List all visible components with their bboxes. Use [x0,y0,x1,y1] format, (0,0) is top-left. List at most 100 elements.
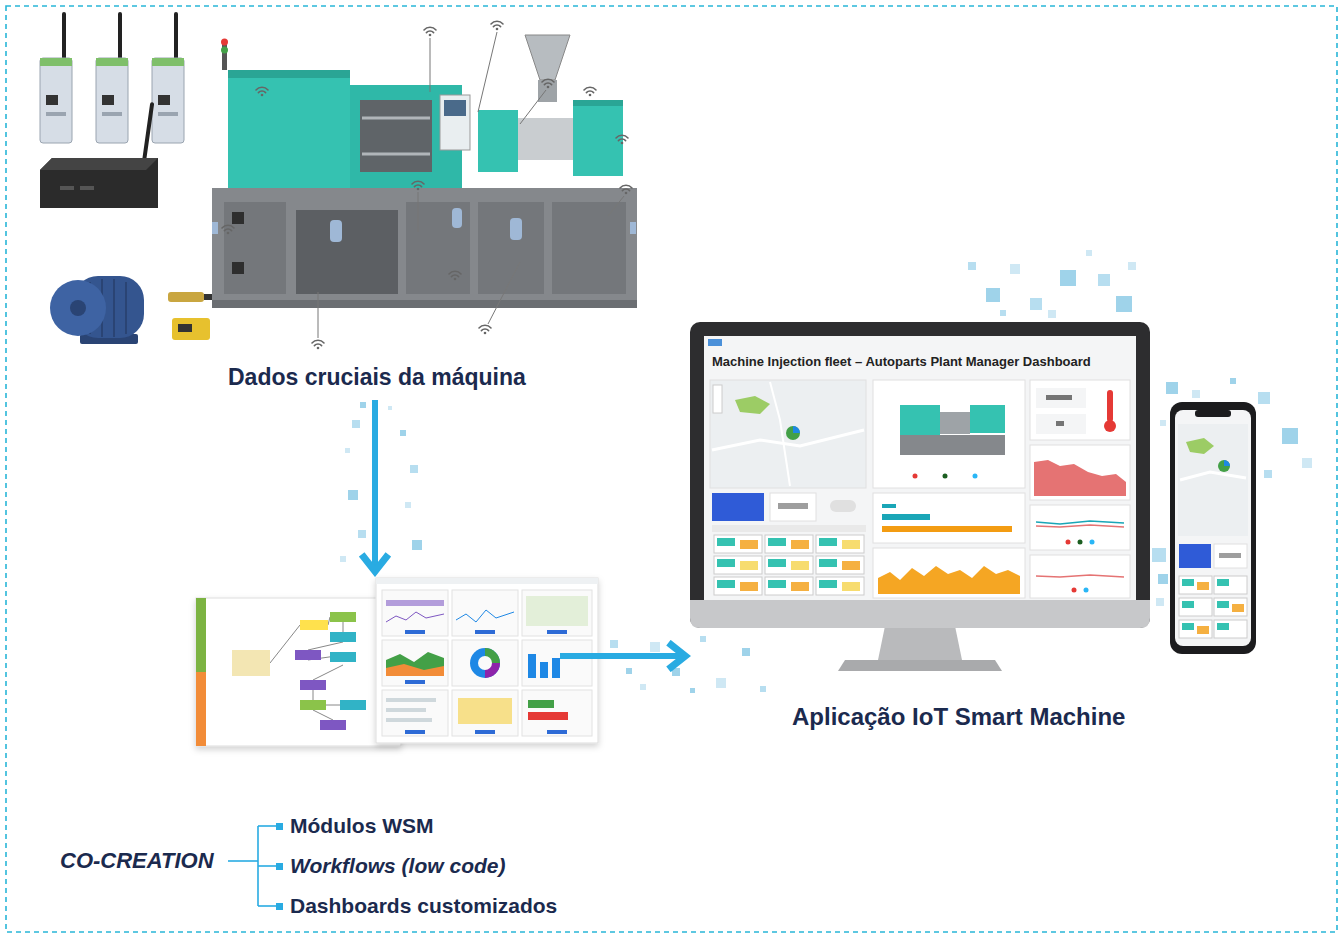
gateway-modules [158,112,178,116]
platform-screens [196,578,598,746]
injection-machine [452,208,462,228]
dashboard-screen [791,582,809,591]
dashboard-screen [735,396,770,414]
injection-machine [330,220,342,242]
bracket [228,826,278,906]
data-squares [1158,574,1168,584]
data-squares [345,448,350,453]
dashboard-screen [882,504,896,508]
platform-screens [547,730,567,734]
bracket-item: Workflows (low code) [290,853,505,878]
gateway-modules [62,12,66,62]
gateway-modules [118,12,122,62]
platform-screens [458,698,512,724]
platform-screens [232,650,270,676]
wifi-sensors [312,340,324,349]
injection-machine [232,212,244,224]
platform-screens [475,630,495,634]
smartphone [1179,620,1212,638]
data-squares [610,640,618,648]
dashboard-screen [717,559,735,567]
injection-machine [221,39,228,46]
injection-machine [630,222,636,234]
platform-screens [405,630,567,734]
bracket [258,905,278,907]
smartphone [1217,601,1229,608]
gateway-modules [96,58,128,66]
wifi-sensors [616,135,628,144]
platform-screens [478,656,492,670]
monitor [708,339,722,346]
bracket [228,860,258,862]
bracket-bullets [276,823,283,910]
dashboard-screen [842,561,860,570]
platform-screens [196,598,206,672]
platform-screens [196,672,206,746]
data-squares [1258,392,1270,404]
electric-motor [70,300,86,316]
dashboard-screen [816,556,864,574]
platform-screens [382,590,592,736]
electric-motor [50,276,144,344]
platform-screens [313,690,314,700]
dashboard-screen [943,474,948,479]
smartphone [1197,626,1209,634]
dashboard-screen [717,580,735,588]
bracket-heading: CO-CREATION [60,848,214,874]
injection-machine [212,188,637,306]
data-squares [1160,420,1166,426]
smartphone [1179,576,1247,638]
dashboard-screen [1036,414,1086,434]
data-squares [348,490,358,500]
dashboard-screen [768,559,786,567]
data-squares [388,406,392,410]
bracket [258,825,278,827]
gateway-modules [40,12,184,143]
data-squares [690,688,695,693]
dashboard-screen [1072,588,1077,593]
data-squares [1282,428,1298,444]
wifi-sensors [488,262,520,324]
sensors [178,324,192,332]
platform-screens [328,617,330,625]
dashboard-screen [882,526,1012,532]
data-squares [340,250,1312,693]
dashboard-screen [1030,380,1130,440]
injection-machine [510,218,522,240]
injection-machine [212,222,218,234]
smartphone [1214,544,1247,568]
dashboard-screen [816,577,864,595]
dashboard-screen [740,540,860,591]
dashboard-screen [786,426,800,440]
injection-machine [228,70,350,78]
dashboard-screen [1107,390,1113,422]
smartphone [1182,623,1194,630]
platform-screens [340,700,366,710]
data-squares [968,262,976,270]
dashboard-screen [710,380,866,488]
dashboard-screen [1034,460,1126,496]
platform-screens [456,610,514,622]
injection-machine [478,110,518,172]
platform-screens [475,730,495,734]
dashboard-screen [970,405,1005,433]
dashboard-screen [770,493,816,521]
injection-machine [406,202,470,294]
data-squares [742,648,750,656]
monitor [690,322,1150,628]
node-caption: Dados cruciais da máquina [228,364,526,392]
platform-screens [452,590,518,636]
smartphone [1179,598,1212,616]
dashboard-screen [1036,521,1124,524]
data-squares [412,540,422,550]
dashboard-screen [819,559,837,567]
data-squares [400,430,406,436]
injection-machine [444,100,466,116]
wifi-sensors [542,79,554,88]
dashboard-screen [1030,505,1130,550]
data-squares [1156,598,1164,606]
platform-screens [196,598,401,746]
data-squares [1086,250,1092,256]
sensors [172,318,210,340]
dashboard-screen [714,535,762,553]
